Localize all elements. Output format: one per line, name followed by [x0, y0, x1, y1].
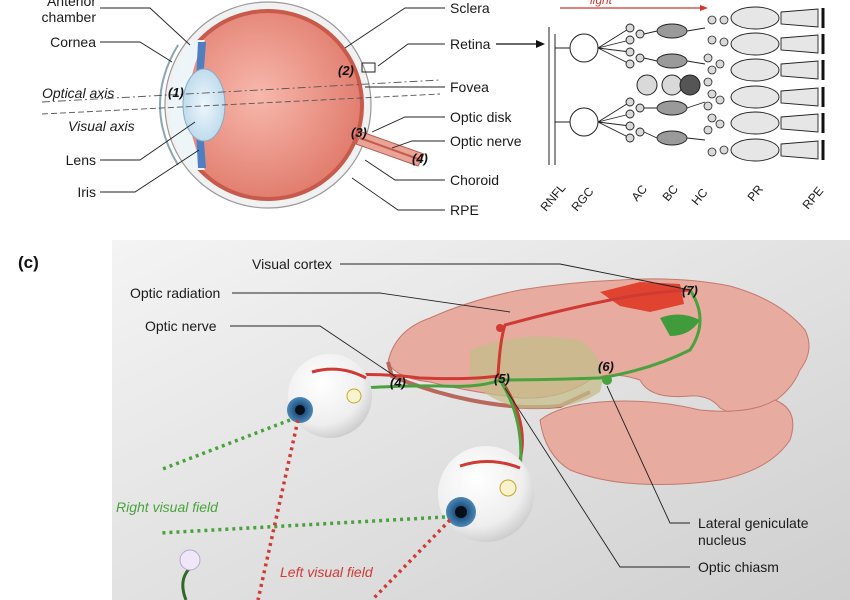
- bc-cells: [656, 23, 688, 146]
- zoom-arrow-head: [536, 40, 545, 48]
- label-optic-radiation: Optic radiation: [130, 285, 220, 301]
- rgc-cell-2: [569, 107, 599, 137]
- leader-retina: [377, 43, 445, 67]
- leader-optic-disk: [371, 116, 445, 133]
- label-optic-disk: Optic disk: [450, 109, 512, 125]
- visual-axis-line: [41, 93, 441, 115]
- hc-cell: [679, 74, 701, 96]
- leader-optic-chiasm: [504, 387, 690, 568]
- leader-lgn: [606, 385, 690, 524]
- label-lgn-2: nucleus: [698, 532, 746, 548]
- cornea-shape: [159, 44, 179, 166]
- marker-c-5: (5): [494, 371, 510, 386]
- label-light: light: [590, 0, 613, 7]
- label-optic-chiasm: Optic chiasm: [698, 559, 779, 575]
- label-lens: Lens: [66, 152, 96, 168]
- visual-cortex-green: [660, 314, 700, 336]
- lgn-node: [602, 375, 612, 385]
- light-arrow-head: [700, 5, 708, 11]
- midbrain-region: [470, 336, 603, 409]
- optic-nerve-stripe: [359, 137, 422, 161]
- visual-pathway-3d: (c): [18, 240, 850, 600]
- daisy-right: [499, 479, 517, 497]
- daisy-left: [346, 388, 362, 404]
- marker-4: (4): [412, 151, 428, 166]
- layer-rgc: RGC: [569, 184, 597, 214]
- label-rpe: RPE: [450, 202, 479, 218]
- leader-rpe: [351, 177, 445, 211]
- leader-visual-cortex: [340, 263, 691, 291]
- ac-cells: [625, 23, 645, 143]
- pr-terminals: [703, 15, 729, 157]
- leader-optic-radiation: [232, 292, 511, 313]
- pathway-green-2: [498, 379, 523, 471]
- eye-cross-section: Anterior chamber Cornea Optical axis Vis…: [42, 0, 522, 218]
- bc-links: [643, 27, 706, 141]
- rgc-axons: [555, 47, 570, 123]
- label-visual-cortex: Visual cortex: [252, 256, 332, 272]
- red-node: [496, 324, 504, 332]
- layer-bc: BC: [660, 182, 682, 204]
- pupil-right: [455, 506, 467, 518]
- layer-ac: AC: [629, 182, 651, 204]
- marker-c-7: (7): [682, 283, 698, 298]
- pr-outer-segments: [780, 8, 819, 160]
- panel-label-c: (c): [18, 253, 39, 272]
- retina-layers-schematic: light: [538, 0, 827, 214]
- leader-optic-nerve-c: [230, 325, 397, 378]
- retina-region-box: [361, 62, 376, 73]
- leader-iris: [100, 149, 200, 193]
- label-anterior-chamber-1: Anterior: [47, 0, 96, 9]
- marker-3: (3): [351, 125, 367, 140]
- layer-pr: PR: [745, 182, 767, 204]
- eyeball-left-red: [311, 367, 367, 380]
- label-visual-axis: Visual axis: [68, 118, 135, 134]
- label-lgn-1: Lateral geniculate: [698, 515, 809, 531]
- label-optical-axis: Optical axis: [42, 85, 114, 101]
- layer-rnfl: RNFL: [538, 181, 569, 214]
- pupil-left: [295, 405, 305, 415]
- label-fovea: Fovea: [450, 79, 489, 95]
- layer-hc: HC: [689, 185, 711, 208]
- label-retina: Retina: [450, 36, 491, 52]
- pathway-green-1: [319, 289, 702, 394]
- leader-sclera: [344, 7, 445, 49]
- visual-cortex-region: [600, 282, 684, 312]
- visual-field-rays: [159, 418, 452, 600]
- marker-2: (2): [338, 63, 354, 78]
- leader-cornea: [100, 41, 173, 63]
- marker-1: (1): [168, 85, 184, 100]
- leader-choroid: [364, 159, 445, 181]
- label-left-visual-field: Left visual field: [280, 564, 374, 580]
- pathway-red-1: [299, 288, 691, 382]
- brain-slice-lower: [539, 399, 794, 485]
- marker-c-4: (4): [390, 375, 406, 390]
- eyeball-right-red: [459, 460, 521, 470]
- label-sclera: Sclera: [450, 0, 490, 16]
- vitreous-body: [176, 13, 360, 197]
- marker-c-6: (6): [598, 359, 614, 374]
- leader-optic-nerve: [391, 140, 445, 149]
- rgc-cell-1: [569, 33, 599, 63]
- label-optic-nerve: Optic nerve: [450, 133, 522, 149]
- label-right-visual-field: Right visual field: [116, 499, 219, 515]
- label-choroid: Choroid: [450, 172, 499, 188]
- ac-large-cell: [636, 74, 658, 96]
- layer-rpe: RPE: [800, 184, 827, 212]
- label-cornea: Cornea: [50, 34, 96, 50]
- bc-large-cell: [661, 74, 683, 96]
- label-anterior-chamber-2: chamber: [42, 9, 97, 25]
- label-optic-nerve-c: Optic nerve: [145, 318, 217, 334]
- optical-axis-line: [41, 79, 441, 103]
- pr-cells: [730, 6, 780, 162]
- label-iris: Iris: [77, 184, 96, 200]
- leader-anterior-chamber: [100, 7, 191, 46]
- flower-head: [179, 549, 201, 571]
- leader-lens: [100, 121, 196, 161]
- rgc-dendrites: [597, 27, 631, 139]
